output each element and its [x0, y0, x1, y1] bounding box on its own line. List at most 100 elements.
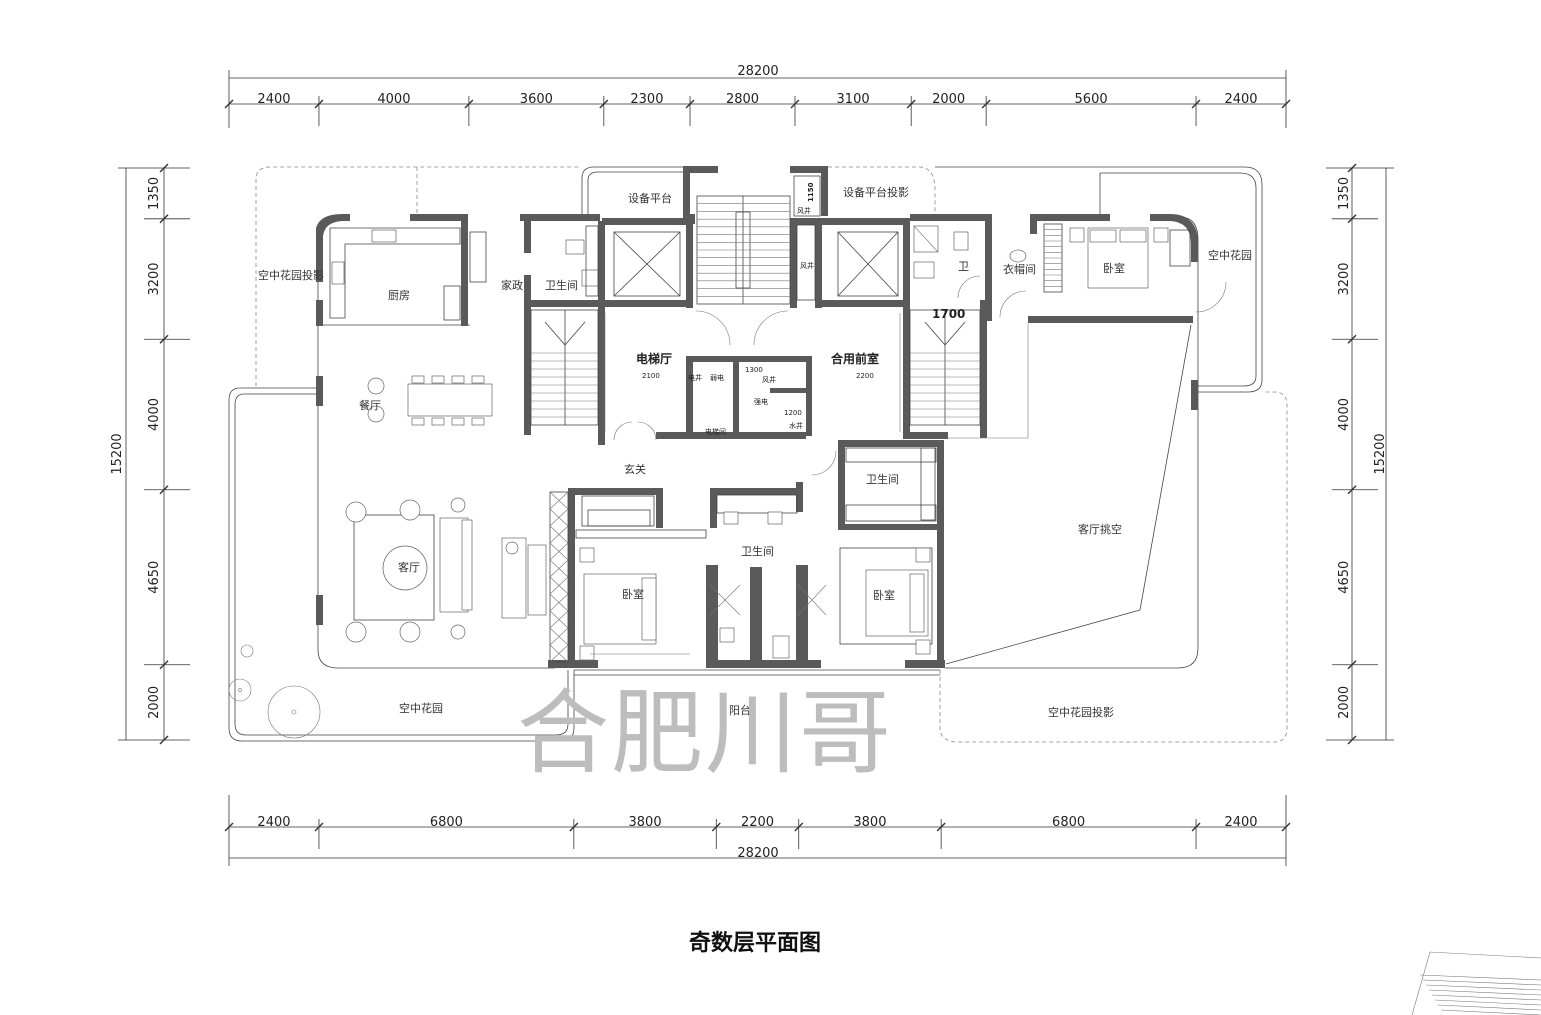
thumbnail-line [1431, 994, 1541, 1001]
label-wind-shaft-3: 风井 [762, 375, 776, 384]
label-wind-shaft-1: 风井 [797, 206, 811, 215]
wardrobe-hatch [549, 508, 569, 527]
thumbnail-line [1437, 1004, 1541, 1011]
label-equipment-platform: 设备平台 [628, 191, 672, 205]
label-weak-elec: 弱电 [710, 373, 724, 382]
dining-chair [431, 375, 445, 384]
room-labels: 设备平台 设备平台投影 空中花园投影 厨房 家政 卫生间 风井 风井 电梯厅 合… [258, 185, 1252, 719]
dining-chair [451, 417, 465, 426]
interior-details [329, 175, 1227, 665]
label-shared-lobby: 合用前室 [831, 351, 879, 366]
label-strong-elec: 强电 [754, 397, 768, 406]
bottom-tick [224, 822, 234, 832]
right-segment-dim: 1350 [1337, 177, 1352, 210]
thumbnail-line [1440, 1009, 1541, 1015]
top-segment-dim: 2300 [630, 92, 663, 107]
thumbnail-line [1425, 984, 1541, 991]
dining-chair [471, 417, 485, 426]
dining-chair [411, 417, 425, 426]
label-living: 客厅 [398, 560, 420, 574]
wardrobe-hatch [549, 525, 569, 544]
inner-dim-1150: 1150 [807, 182, 815, 202]
label-bath-2: 卫生间 [741, 544, 774, 558]
label-sky-garden-right: 空中花园 [1208, 248, 1252, 262]
right-tick [1347, 163, 1357, 173]
label-household: 家政 [501, 278, 523, 292]
thumbnail-line [1428, 989, 1541, 996]
label-sky-garden-projection-left: 空中花园投影 [258, 268, 324, 282]
corner-thumbnail [1411, 951, 1541, 1015]
right-segment-dim: 3200 [1337, 262, 1352, 295]
bottom-segment-dim: 3800 [629, 815, 662, 830]
bottom-segment-dim: 2400 [257, 815, 290, 830]
label-living-void: 客厅挑空 [1078, 522, 1122, 536]
top-segment-dim: 2000 [932, 92, 965, 107]
wardrobe-hatch [549, 644, 569, 663]
top-segment-dim: 4000 [377, 92, 410, 107]
top-segment-dim: 2400 [1224, 92, 1257, 107]
bottom-segment-dim: 3800 [853, 815, 886, 830]
bottom-segment-dim: 6800 [430, 815, 463, 830]
label-sky-garden-bottom: 空中花园 [399, 701, 443, 715]
label-bedroom-2: 卧室 [622, 587, 644, 601]
bottom-segment-dim: 2200 [741, 815, 774, 830]
wardrobe-hatch [549, 627, 569, 646]
drawing-title: 奇数层平面图 [689, 930, 821, 956]
wardrobe-hatch [549, 542, 569, 561]
inner-dimensions: 1150 1700 2100 2200 1300 1200 [642, 182, 965, 417]
top-segment-dim: 5600 [1075, 92, 1108, 107]
top-tick [224, 99, 234, 109]
terraces [228, 166, 1288, 743]
dining-chair [431, 417, 445, 426]
bottom-total-dim: 28200 [737, 846, 778, 861]
thumbnail-line [1434, 999, 1541, 1006]
right-segment-dim: 4650 [1337, 561, 1352, 594]
thumbnail-line [1419, 974, 1541, 981]
top-total-dim: 28200 [737, 64, 778, 79]
label-master-bedroom: 卧室 [1103, 261, 1125, 275]
inner-dim-1300: 1300 [745, 366, 763, 374]
right-tick [1347, 735, 1357, 745]
label-elevator-hall: 电梯厅 [636, 351, 672, 366]
label-balcony: 阳台 [729, 703, 751, 717]
bottom-segment-dim: 2400 [1224, 815, 1257, 830]
inner-dim-1200: 1200 [784, 409, 802, 417]
label-bath-3: 卫生间 [866, 472, 899, 486]
wardrobe-hatch [549, 610, 569, 629]
inner-dim-2100: 2100 [642, 372, 660, 380]
dining-chair [411, 375, 425, 384]
wardrobe-hatch [549, 491, 569, 510]
left-segment-dim: 4650 [147, 561, 162, 594]
label-equipment-platform-projection: 设备平台投影 [843, 185, 909, 199]
dining-chair [451, 375, 465, 384]
label-wind-shaft-2: 风井 [800, 261, 814, 270]
label-elec-shaft: 电井 [688, 373, 702, 382]
top-segment-dim: 2400 [257, 92, 290, 107]
inner-dim-1700: 1700 [932, 307, 965, 321]
label-sky-garden-projection-bottom: 空中花园投影 [1048, 705, 1114, 719]
label-bath-1: 卫生间 [545, 278, 578, 292]
left-tick [159, 163, 169, 173]
label-closet: 衣帽间 [1003, 262, 1036, 276]
top-segment-dim: 2800 [726, 92, 759, 107]
left-tick [159, 735, 169, 745]
inner-dim-2200: 2200 [856, 372, 874, 380]
watermark: 合肥川哥 [517, 680, 893, 787]
thumbnail-line [1422, 979, 1541, 986]
label-water-shaft: 水井 [789, 421, 803, 430]
dining-chair [471, 375, 485, 384]
bottom-tick [1281, 822, 1291, 832]
left-segment-dim: 1350 [147, 177, 162, 210]
top-segment-dim: 3100 [837, 92, 870, 107]
label-kitchen: 厨房 [388, 289, 410, 302]
left-segment-dim: 3200 [147, 262, 162, 295]
wardrobe-hatch [549, 576, 569, 595]
right-total-dim: 15200 [1373, 433, 1388, 474]
label-foyer: 玄关 [624, 462, 646, 476]
left-segment-dim: 4000 [147, 398, 162, 431]
